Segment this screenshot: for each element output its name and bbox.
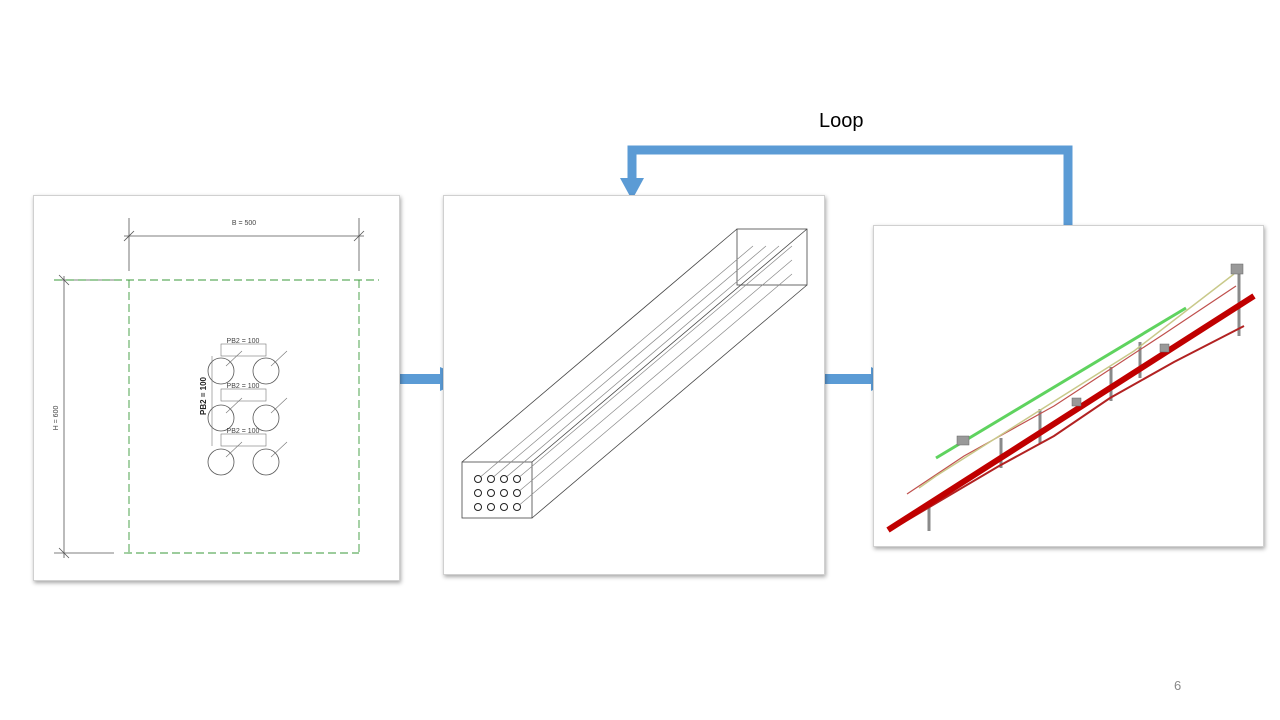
- loop-arrow: [620, 145, 1073, 231]
- beam-3d-view: [443, 195, 825, 575]
- spacing-label-bottom: PB2 = 100: [227, 428, 260, 435]
- pipe-model-view: [873, 225, 1264, 547]
- page-number: 6: [1174, 678, 1182, 693]
- loop-label: Loop: [819, 110, 864, 132]
- bar-sections: [474, 475, 521, 511]
- fittings: [956, 263, 1244, 446]
- cross-section-drawing: B = 500 H = 600 PB2 = 100 PB2 = 100 PB2 …: [33, 195, 400, 581]
- supports: [927, 271, 1241, 531]
- spacing-label-vertical: PB2 = 100: [199, 376, 208, 415]
- spacing-label-mid: PB2 = 100: [227, 383, 260, 390]
- width-dimension-label: B = 500: [232, 220, 256, 227]
- rebar-group: [207, 357, 280, 476]
- spacing-label-top: PB2 = 100: [227, 338, 260, 345]
- height-dimension-label: H = 600: [53, 406, 60, 431]
